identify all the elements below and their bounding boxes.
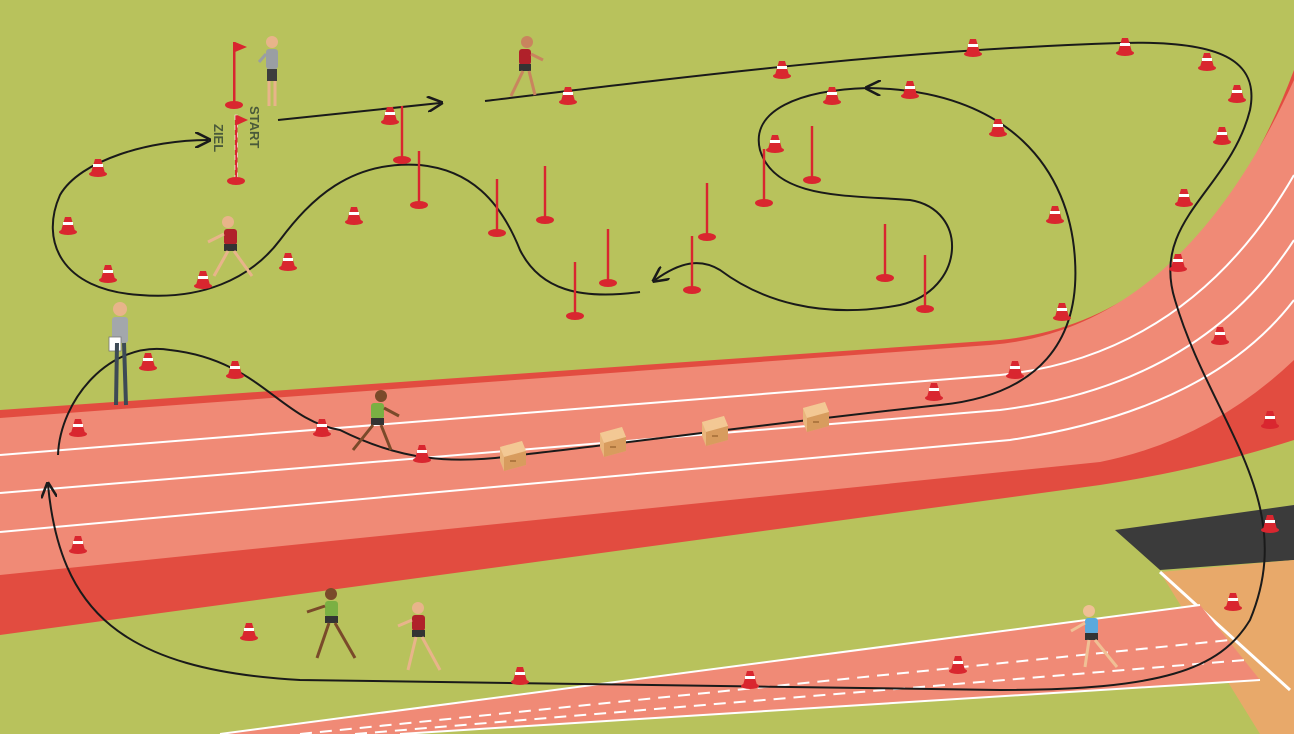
- start-label: START: [247, 106, 262, 148]
- finish-label: ZIEL: [211, 124, 226, 152]
